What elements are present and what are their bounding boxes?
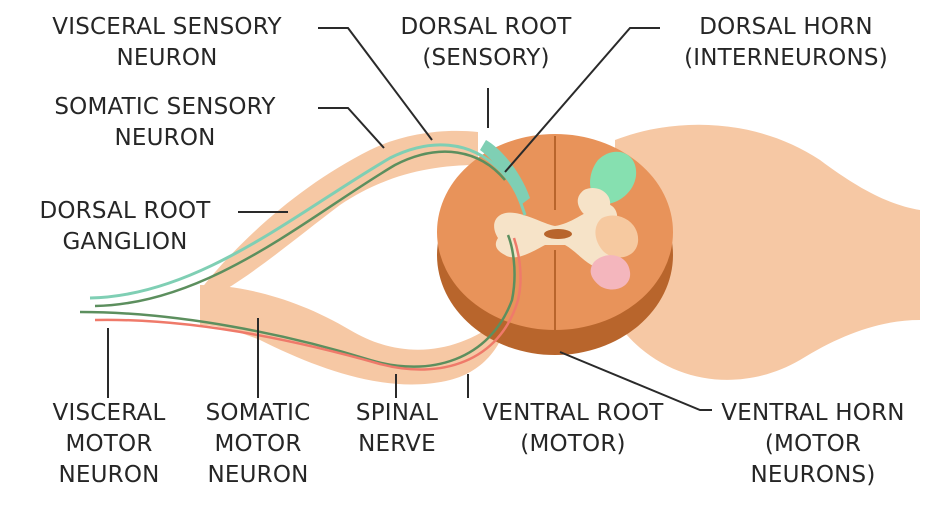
label-dorsal-root-ganglion: DORSAL ROOT GANGLION [20, 196, 230, 258]
label-visceral-motor-neuron: VISCERAL MOTOR NEURON [34, 398, 184, 491]
central-canal [544, 229, 572, 239]
label-ventral-root: VENTRAL ROOT (MOTOR) [456, 398, 690, 460]
label-somatic-sensory-neuron: SOMATIC SENSORY NEURON [20, 92, 310, 154]
dorsal-root-ganglion-shape [200, 131, 478, 290]
label-ventral-horn: VENTRAL HORN (MOTOR NEURONS) [694, 398, 932, 491]
label-visceral-sensory-neuron: VISCERAL SENSORY NEURON [22, 12, 312, 74]
label-somatic-motor-neuron: SOMATIC MOTOR NEURON [188, 398, 328, 491]
label-spinal-nerve: SPINAL NERVE [338, 398, 456, 460]
leader-somatic-sensory [318, 108, 384, 148]
label-dorsal-root: DORSAL ROOT (SENSORY) [376, 12, 596, 74]
label-dorsal-horn: DORSAL HORN (INTERNEURONS) [664, 12, 908, 74]
